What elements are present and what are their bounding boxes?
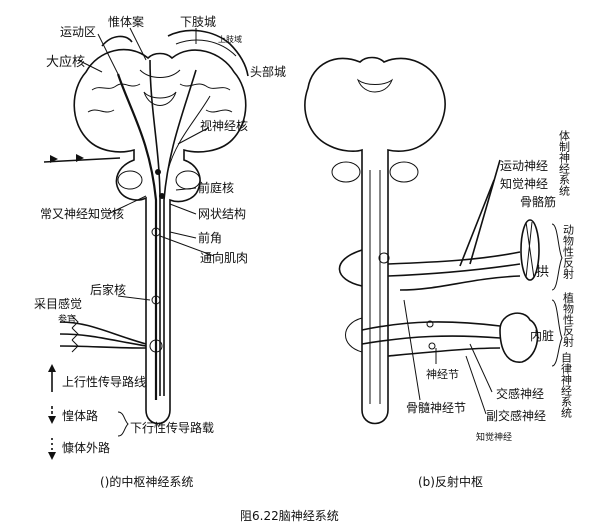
panel-b-title: (b)反射中枢: [418, 474, 483, 489]
label-weitilu: 惶体路: [62, 408, 98, 423]
label-zhiwuxing: 植物性反射: [562, 291, 575, 348]
label-gugejin: 骨骼筋: [520, 194, 556, 209]
label-changyoushenjing: 常又神经知觉核: [40, 207, 124, 221]
label-shangxing: 上行性传导路线: [62, 374, 146, 389]
label-zilv: 自律神经系统: [560, 352, 573, 418]
label-dongwuxing: 动物性反射: [562, 224, 575, 280]
label-qianjiao: 前角: [198, 230, 222, 245]
label-zhijue2: 知觉神经: [476, 431, 512, 443]
label-shishenjinghe: 视神经核: [200, 118, 248, 133]
label-fujiaogan: 副交感神经: [486, 408, 546, 423]
label-shangzhiyu: 上肢域: [218, 34, 242, 44]
label-yundongqu: 运动区: [60, 25, 96, 39]
label-houjiahe: 后家核: [90, 282, 126, 297]
label-gusuijie: 骨髓神经节: [406, 401, 466, 415]
panel-a-title: ()的中枢神经系统: [100, 474, 193, 489]
label-yundongshenjing: 运动神经: [500, 159, 548, 173]
label-weitiwailu: 慷体外路: [62, 440, 110, 455]
label-shenjingjie: 神经节: [426, 367, 459, 381]
panel-a-diagram: [43, 27, 249, 460]
label-toubucheng: 头部城: [250, 64, 286, 79]
figure-caption: 阻6.22脑神经系统: [240, 509, 339, 523]
label-jiaogan: 交感神经: [496, 386, 544, 401]
label-wangzhuangjiegou: 网状结构: [198, 206, 246, 221]
label-weitian: 惟体案: [108, 14, 144, 29]
label-neizang: 内脏: [530, 328, 554, 343]
label-xiaxing: 下行性传导路载: [130, 420, 214, 435]
label-qiantinghe: 前庭核: [198, 180, 234, 195]
label-canguan: 参官: [58, 313, 76, 325]
brain-a-outline: [73, 48, 247, 425]
label-caimuganjue: 采目感觉: [34, 296, 82, 311]
panel-b-diagram: [304, 56, 563, 425]
label-tizhi: 体制神经系统: [558, 129, 571, 196]
label-zhijueshenjing: 知觉神经: [500, 177, 548, 191]
label-tongxiangjirou: 通向肌肉: [200, 250, 248, 265]
label-dayinghe: 大应核: [46, 54, 85, 70]
brain-b-outline: [304, 56, 446, 425]
label-gong: 拱: [536, 265, 549, 280]
label-xiazhicheng: 下肢城: [180, 14, 216, 29]
